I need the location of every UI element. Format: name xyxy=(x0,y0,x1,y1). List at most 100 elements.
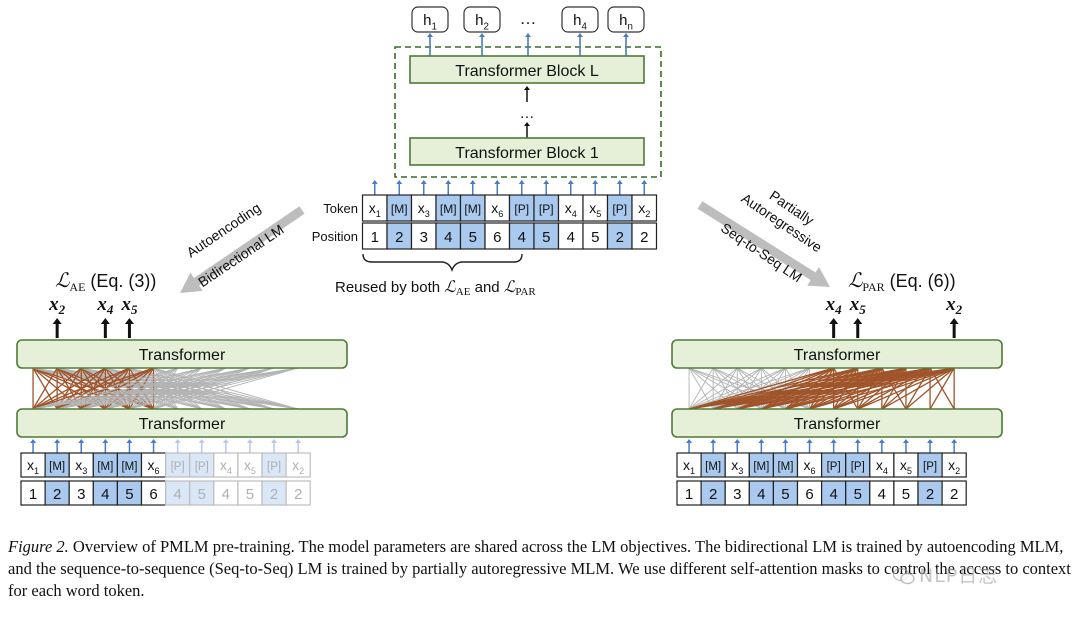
right_panel-token-label-11-base: x xyxy=(948,457,955,473)
right_panel-position-cell-7 xyxy=(845,480,871,506)
right_panel-token-cell-10 xyxy=(917,452,943,478)
transformer-block-L-label: Transformer Block L xyxy=(455,63,599,80)
position-cell-1 xyxy=(386,222,413,250)
left_panel-token-arrow-11-head xyxy=(295,439,302,443)
right_panel-attn-4-0 xyxy=(688,367,786,410)
right_panel-token-label-0: x1 xyxy=(683,457,695,476)
token-cell-5 xyxy=(484,194,511,222)
left_panel-position-label-2: 3 xyxy=(77,486,85,503)
right_panel-token-label-0-base: x xyxy=(683,457,690,473)
right_panel-attn-11-9 xyxy=(905,367,955,410)
left_panel-position-label-1: 2 xyxy=(53,486,61,503)
left_panel-position-label-10: 2 xyxy=(270,486,278,503)
left_panel-attn-3-0 xyxy=(32,367,106,410)
right_panel-token-arrow-11-head xyxy=(951,439,958,443)
token-cell-3 xyxy=(435,194,462,222)
right_panel-position-cell-0 xyxy=(676,480,702,506)
left_panel-token-label-9-sub: 5 xyxy=(251,466,256,476)
right_panel-loss-title: ℒPAR(Eq. (6)) xyxy=(848,270,956,294)
right_panel-token-label-0-sub: 1 xyxy=(690,466,695,476)
position-label-6: 4 xyxy=(518,229,526,246)
reused-loss-ae-sub: AE xyxy=(456,286,471,298)
right_panel-position-label-0: 1 xyxy=(685,486,693,503)
right_panel-token-arrow-3-head xyxy=(758,439,765,443)
right_panel-token-label-7-base: [P] xyxy=(851,461,865,473)
token-arrow-10-head xyxy=(616,180,623,184)
left_panel-attn-6-0 xyxy=(32,367,178,410)
left_panel-target-0-sub: 2 xyxy=(58,302,66,317)
right_panel-position-cell-3 xyxy=(748,480,774,506)
wechat-icon xyxy=(893,567,915,585)
token-arrow-1-head xyxy=(396,180,403,184)
token-arrow-2-head xyxy=(420,180,427,184)
right_panel-position-cell-10 xyxy=(917,480,943,506)
right_panel-target-arrow-1-head xyxy=(853,318,863,324)
reused-caption: Reused by both ℒAE and ℒPAR xyxy=(335,279,536,298)
token-label-1: [M] xyxy=(391,202,408,216)
right_panel-position-cell-8 xyxy=(869,480,895,506)
caption-label: Figure 2. xyxy=(8,537,69,556)
right_panel-token-label-11-sub: 2 xyxy=(955,466,960,476)
arrow-out-4-head xyxy=(623,33,629,37)
right_panel-attn-11-8 xyxy=(881,367,955,410)
right_panel-token-cell-11 xyxy=(941,452,967,478)
left_panel-position-cell-4 xyxy=(116,480,143,506)
position-cell-0 xyxy=(361,222,388,250)
right_panel-target-0-base: x xyxy=(825,294,836,315)
position-label-8: 4 xyxy=(567,229,575,246)
left_panel-target-arrow-2-head xyxy=(124,318,134,324)
output-label-4-base: h xyxy=(619,12,627,29)
left_panel-attn-1-0 xyxy=(32,367,58,410)
left_panel-token-label-0: x1 xyxy=(27,457,39,476)
left_panel-position-cell-8 xyxy=(213,480,239,506)
left_panel-loss-symbol: ℒ xyxy=(55,270,70,292)
right_panel-token-arrow-1-head xyxy=(710,439,717,443)
position-label-10: 2 xyxy=(616,229,624,246)
right_panel-token-label-9-base: x xyxy=(900,457,907,473)
token-label-8: x4 xyxy=(565,200,577,219)
left_panel-token-arrow-1-head xyxy=(54,439,61,443)
token-label-2-sub: 3 xyxy=(425,209,430,219)
output-label-0-base: h xyxy=(423,12,431,29)
left_panel-target-1-base: x xyxy=(96,294,107,315)
right_panel-transformer-upper-label: Transformer xyxy=(794,347,881,364)
token-label-0-base: x xyxy=(369,200,376,216)
token-label-3: [M] xyxy=(440,202,457,216)
right_panel-target-arrow-0-head xyxy=(829,318,839,324)
left_panel-loss-ref: (Eq. (3)) xyxy=(90,271,156,291)
position-label-4: 5 xyxy=(469,229,477,246)
arrow-dots-bottom-head xyxy=(524,122,530,126)
right_panel-position-label-3: 4 xyxy=(757,486,765,503)
row-label-token: Token xyxy=(323,201,358,216)
left_panel-token-cell-1 xyxy=(44,452,70,478)
left_panel-token-arrow-5-head xyxy=(150,439,157,443)
right_panel-loss-sub: PAR xyxy=(862,280,884,294)
stack-ellipsis: … xyxy=(520,105,535,122)
right_panel-position-label-8: 4 xyxy=(878,486,886,503)
right_panel-attn-9-0 xyxy=(688,367,907,410)
right_panel-attn-3-0 xyxy=(688,367,762,410)
left_panel-token-cell-7 xyxy=(189,452,215,478)
right_panel-token-label-10-base: [P] xyxy=(923,461,937,473)
right_panel-transformer-upper xyxy=(671,339,1003,369)
token-cell-8 xyxy=(557,194,584,222)
left_panel-transformer-upper-label: Transformer xyxy=(139,347,226,364)
left_panel-token-arrow-0-head xyxy=(30,439,37,443)
left_panel-token-label-10-base: [P] xyxy=(267,461,281,473)
left_panel-attn-5-0 xyxy=(32,367,154,410)
right_panel-token-label-7: [P] xyxy=(851,461,865,473)
right_panel-target-arrow-2-head xyxy=(949,318,959,324)
left_panel-token-label-11: x2 xyxy=(292,457,304,476)
left_panel-token-label-0-base: x xyxy=(27,457,34,473)
token-arrow-4-head xyxy=(469,180,476,184)
right_panel-position-cell-9 xyxy=(893,480,919,506)
token-label-5-sub: 6 xyxy=(498,209,503,219)
right_panel-target-1-sub: 5 xyxy=(859,302,866,317)
position-cell-2 xyxy=(410,222,437,250)
left_panel-token-arrow-9-head xyxy=(246,439,253,443)
token-label-2-base: x xyxy=(418,200,425,216)
token-label-2: x3 xyxy=(418,200,430,219)
right_panel-token-label-3-base: [M] xyxy=(753,461,769,473)
